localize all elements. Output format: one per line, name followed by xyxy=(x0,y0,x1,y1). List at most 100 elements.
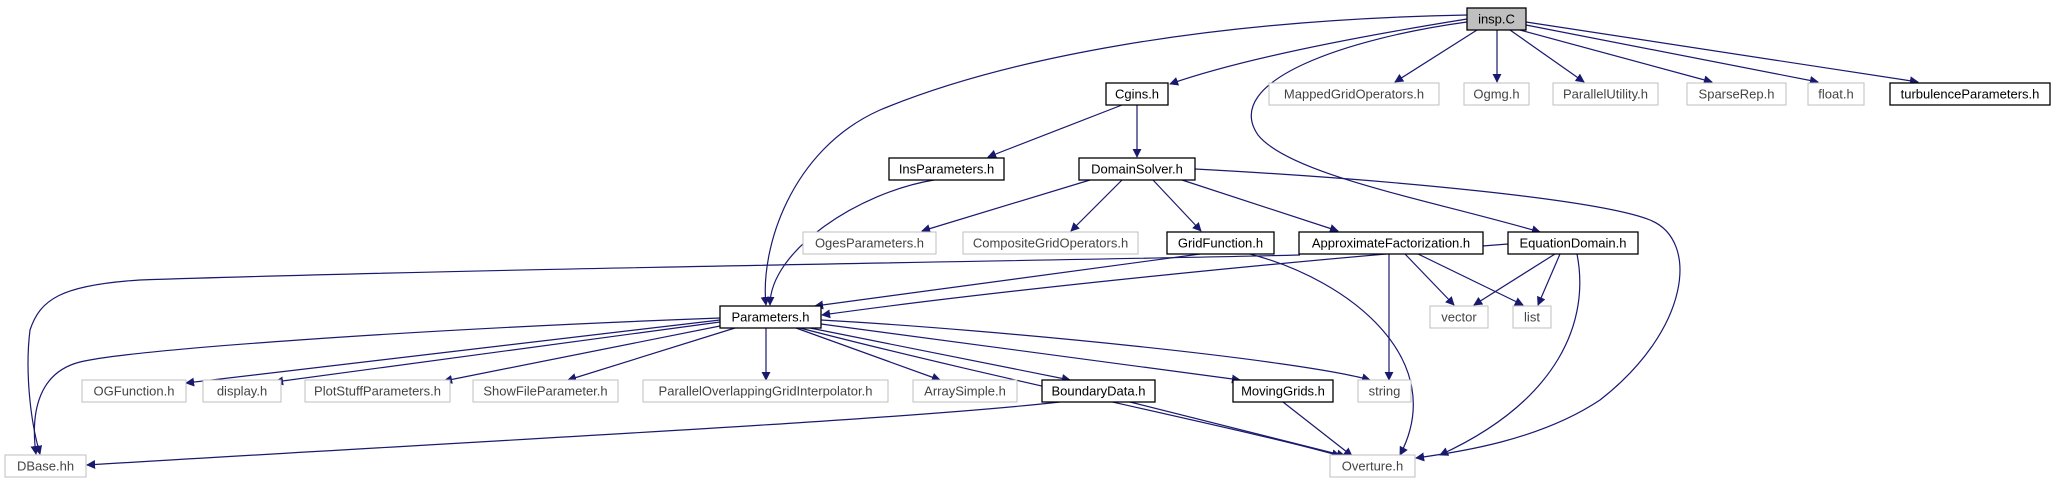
node-insp-c[interactable]: insp.C xyxy=(1466,7,1527,31)
node-turbulenceparameters-h[interactable]: turbulenceParameters.h xyxy=(1889,82,2051,106)
edge-parameters-to-showfileparameter xyxy=(567,327,736,382)
node-box xyxy=(1357,379,1412,403)
node-string: string xyxy=(1357,379,1412,403)
node-compositegridoperators-h: CompositeGridOperators.h xyxy=(962,231,1139,255)
edge-insparameters-to-parameters xyxy=(765,179,935,306)
edge-approximatefactorization-to-dbase xyxy=(27,254,1301,455)
edge-insp-to-mappedgridoperators xyxy=(1394,29,1478,83)
node-box xyxy=(1329,454,1416,478)
edge-domainsolver-to-compositegridoperators xyxy=(1070,179,1123,232)
node-box xyxy=(1889,82,2051,106)
node-ogfunction-h: OGFunction.h xyxy=(81,379,187,403)
edge-insp-to-parameters xyxy=(760,14,1468,306)
node-approximatefactorization-h[interactable]: ApproximateFactorization.h xyxy=(1298,231,1484,255)
edge-boundarydata-to-overture xyxy=(1129,401,1346,459)
node-box xyxy=(1429,305,1489,329)
node-box xyxy=(1686,82,1787,106)
node-showfileparameter-h: ShowFileParameter.h xyxy=(472,379,619,403)
edge-domainsolver-to-approximatefactorization xyxy=(1181,179,1339,233)
node-arraysimple-h: ArraySimple.h xyxy=(912,379,1018,403)
node-box xyxy=(81,379,187,403)
node-box xyxy=(1552,82,1659,106)
node-ogmg-h: Ogmg.h xyxy=(1463,82,1530,106)
edge-gridfunction-to-overture xyxy=(1249,253,1414,456)
node-label: ShowFileParameter.h xyxy=(483,384,607,399)
node-label: CompositeGridOperators.h xyxy=(973,236,1128,251)
node-box xyxy=(1166,231,1275,255)
node-box xyxy=(962,231,1139,255)
node-label: EquationDomain.h xyxy=(1520,236,1627,251)
edge-parameters-to-boundarydata xyxy=(809,327,1071,383)
node-box xyxy=(1078,157,1196,181)
node-paralleloverlappinggridinterpolator-h: ParallelOverlappingGridInterpolator.h xyxy=(642,379,889,403)
node-plotstuffparameters-h: PlotStuffParameters.h xyxy=(304,379,451,403)
node-label: OGFunction.h xyxy=(94,384,175,399)
node-mappedgridoperators-h: MappedGridOperators.h xyxy=(1268,82,1440,106)
node-equationdomain-h[interactable]: EquationDomain.h xyxy=(1507,231,1639,255)
node-box xyxy=(1105,82,1169,106)
node-box xyxy=(1512,305,1552,329)
edge-insp-to-parallelutility xyxy=(1509,29,1585,83)
node-insparameters-h[interactable]: InsParameters.h xyxy=(888,157,1005,181)
node-float-h: float.h xyxy=(1807,82,1865,106)
node-domainsolver-h[interactable]: DomainSolver.h xyxy=(1078,157,1196,181)
node-movinggrids-h[interactable]: MovingGrids.h xyxy=(1232,379,1334,403)
node-display-h: display.h xyxy=(202,379,282,403)
node-label: PlotStuffParameters.h xyxy=(314,384,441,399)
node-box xyxy=(202,379,282,403)
node-gridfunction-h[interactable]: GridFunction.h xyxy=(1166,231,1275,255)
edge-equationdomain-to-vector xyxy=(1473,253,1556,306)
node-parameters-h[interactable]: Parameters.h xyxy=(719,305,822,329)
edge-gridfunction-to-parameters xyxy=(814,253,1201,310)
edge-insp-to-turbulenceparameters xyxy=(1525,21,1919,86)
node-cgins-h[interactable]: Cgins.h xyxy=(1105,82,1169,106)
node-box xyxy=(1232,379,1334,403)
dependency-edges xyxy=(27,14,1919,470)
edge-insp-to-float xyxy=(1525,24,1819,85)
node-box xyxy=(1298,231,1484,255)
edge-parameters-to-string xyxy=(820,319,1371,383)
node-box xyxy=(1268,82,1440,106)
edge-domainsolver-to-gridfunction xyxy=(1152,179,1202,232)
file-nodes: insp.C Cgins.h MappedGridOperators.h Ogmg.h… xyxy=(4,7,2051,478)
node-label: display.h xyxy=(217,384,267,399)
node-label: MovingGrids.h xyxy=(1241,384,1325,399)
node-dbase-hh: DBase.hh xyxy=(4,454,87,478)
node-label: Ogmg.h xyxy=(1473,87,1519,102)
node-box xyxy=(888,157,1005,181)
edge-domainsolver-to-ogesparameters xyxy=(921,179,1091,233)
edge-parameters-to-ogfunction xyxy=(185,319,721,387)
node-label: SparseRep.h xyxy=(1699,87,1775,102)
node-label: OgesParameters.h xyxy=(815,236,924,251)
edge-approximatefactorization-to-list xyxy=(1417,253,1524,306)
node-box xyxy=(1466,7,1527,31)
edge-domainsolver-to-overture xyxy=(1194,168,1681,462)
node-box xyxy=(304,379,451,403)
node-label: Parameters.h xyxy=(731,310,809,325)
node-list: list xyxy=(1512,305,1552,329)
node-box xyxy=(642,379,889,403)
node-label: ParallelUtility.h xyxy=(1563,87,1648,102)
node-label: DBase.hh xyxy=(17,459,74,474)
edge-parameters-to-arraysimple xyxy=(795,327,941,382)
node-label: vector xyxy=(1441,310,1477,325)
edge-approximatefactorization-to-vector xyxy=(1404,253,1455,306)
edge-boundarydata-to-dbase xyxy=(86,401,1061,470)
edge-parameters-to-display xyxy=(274,321,721,386)
node-box xyxy=(472,379,619,403)
node-label: insp.C xyxy=(1478,12,1515,27)
node-label: ArraySimple.h xyxy=(924,384,1006,399)
node-box xyxy=(1041,379,1156,403)
node-boundarydata-h[interactable]: BoundaryData.h xyxy=(1041,379,1156,403)
edge-insp-to-cgins xyxy=(1169,18,1468,86)
node-box xyxy=(1507,231,1639,255)
node-label: ParallelOverlappingGridInterpolator.h xyxy=(659,384,873,399)
node-label: Overture.h xyxy=(1342,459,1403,474)
node-parallelutility-h: ParallelUtility.h xyxy=(1552,82,1659,106)
edge-insp-to-sparserep xyxy=(1519,29,1713,85)
node-box xyxy=(1807,82,1865,106)
node-box xyxy=(802,231,937,255)
node-label: Cgins.h xyxy=(1115,87,1159,102)
node-box xyxy=(912,379,1018,403)
